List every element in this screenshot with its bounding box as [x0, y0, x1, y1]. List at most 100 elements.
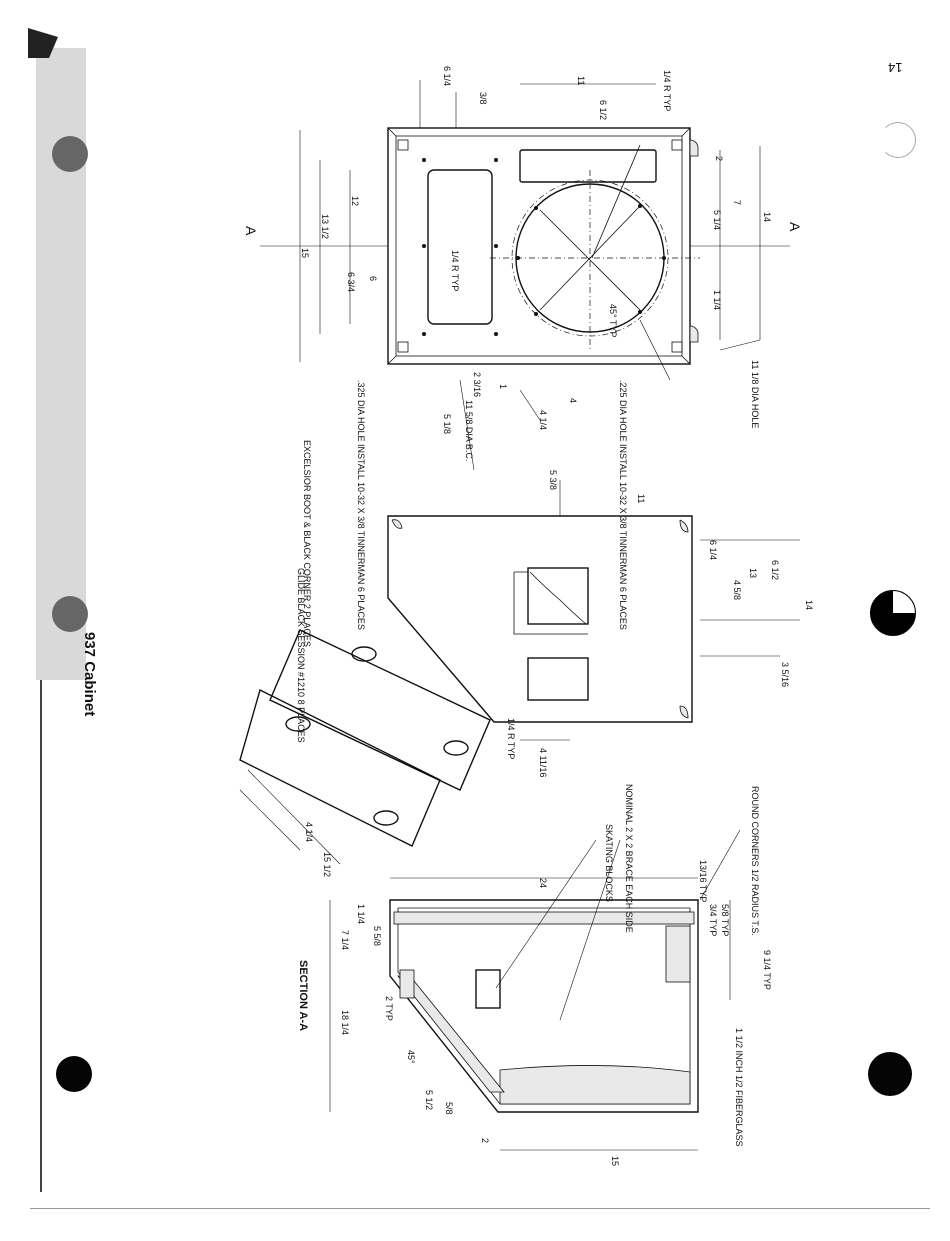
section-note-3: 1 1/2 INCH 1/2 FIBERGLASS	[734, 1028, 744, 1147]
section-dim-7: 7 1/4	[340, 930, 350, 950]
mounting-hole	[534, 206, 538, 210]
front-dim-5: 14	[762, 212, 772, 222]
section-dim-14: 45°	[406, 1050, 416, 1064]
section-marker-left: A	[243, 226, 259, 236]
glide-strip-lower	[239, 688, 441, 847]
punch-hole-bottom	[56, 1056, 92, 1092]
section-dim-2: 3/4 TYP	[708, 904, 718, 936]
front-baffle	[393, 911, 695, 925]
mounting-hole	[638, 204, 642, 208]
side-dim-7: 3 5/16	[780, 662, 790, 687]
front-dim-9: 13 1/2	[320, 214, 330, 239]
mounting-hole	[534, 312, 538, 316]
side-dim-9: 4 11/16	[538, 748, 548, 777]
section-marker-right: A	[787, 222, 803, 232]
mounting-hole	[516, 256, 520, 260]
front-notes: .325 DIA HOLE INSTALL 10-32 X 3/8 TINNER…	[300, 66, 772, 630]
side-dim-8: 1/4 R TYP	[506, 718, 516, 759]
punch-hole-top	[52, 136, 88, 172]
side-labels: 11 5 3/8 6 1/4 13 4 5/8 6 1/2 14 3 5/16 …	[302, 440, 814, 777]
front-dim-13: 3/8	[478, 92, 488, 105]
section-view	[329, 829, 741, 1151]
section-dim-9: 2 TYP	[384, 996, 394, 1021]
section-dim-0: 24	[538, 878, 548, 888]
port-opening	[427, 169, 493, 325]
side-dim-6: 14	[804, 600, 814, 610]
mounting-hole	[662, 256, 666, 260]
leader	[459, 379, 475, 471]
section-dim-13: 15	[610, 1156, 620, 1166]
side-window-top	[527, 567, 589, 625]
front-dim-10: 12	[350, 196, 360, 206]
glide-dim-1: 15 1/2	[322, 852, 332, 877]
section-note-0: ROUND CORNERS 1/2 RADIUS T.S.	[750, 786, 760, 936]
front-outer-panel	[387, 127, 691, 365]
woofer-diagonal	[539, 209, 641, 311]
front-dim-19: 4	[568, 398, 578, 403]
port-hole	[494, 332, 498, 336]
glide-detail	[239, 629, 491, 865]
front-dim-18: 4 1/4	[538, 410, 548, 430]
glide-hole	[351, 646, 377, 662]
glide-hole	[285, 716, 311, 732]
side-dim-5: 6 1/2	[770, 560, 780, 580]
corner-block	[399, 969, 415, 999]
punch-hole-right-bottom	[868, 1052, 912, 1096]
front-dim-16: 1	[498, 384, 508, 389]
port-hole	[422, 244, 426, 248]
front-dim-6: 5 1/4	[712, 210, 722, 230]
leader	[719, 339, 761, 351]
front-dim-4: 7	[732, 200, 742, 205]
section-dim-10: 5 1/2	[424, 1090, 434, 1110]
punch-hole-right-middle	[870, 590, 916, 636]
page-bottom-rule	[30, 1208, 930, 1209]
side-dim-0: 11	[636, 494, 646, 503]
side-window-break	[529, 571, 587, 625]
front-dim-1: 11	[576, 76, 586, 85]
front-dim-2: 6 1/2	[598, 100, 608, 120]
front-note-0: .325 DIA HOLE INSTALL 10-32 X 3/8 TINNER…	[356, 380, 366, 630]
section-dim-4: 9 1/4 TYP	[762, 950, 772, 990]
front-dim-12: 6	[368, 276, 378, 281]
side-dim-1: 5 3/8	[548, 470, 558, 490]
section-dim-1: 13/16 TYP	[698, 860, 708, 902]
port-hole	[422, 332, 426, 336]
front-dim-15: 2 3/16	[472, 372, 482, 397]
section-title: SECTION A-A	[297, 960, 309, 1031]
glide-foot	[689, 139, 699, 157]
mounting-hole	[638, 310, 642, 314]
front-dim-3: 2	[714, 156, 724, 161]
leader	[699, 829, 741, 901]
front-corner-block	[671, 139, 683, 151]
section-dim-12: 2	[480, 1138, 490, 1143]
section-dim-11: 5/8	[444, 1102, 454, 1115]
front-dim-8: 15	[300, 248, 310, 258]
front-dim-17: 5 1/8	[442, 414, 452, 434]
dim-line	[247, 769, 341, 865]
side-dim-4: 4 5/8	[732, 580, 742, 600]
leader	[639, 319, 671, 381]
brace	[665, 925, 691, 983]
front-corner-lines	[387, 127, 691, 365]
section-dim-6: 5 5/8	[372, 926, 382, 946]
section-outline	[389, 899, 699, 1113]
corner-block	[391, 519, 403, 529]
side-view	[387, 480, 800, 741]
corner-block	[679, 519, 689, 533]
leader	[495, 839, 597, 989]
front-corner-block	[397, 139, 409, 151]
section-note-2: SKATING BLOCKS	[604, 824, 614, 902]
tweeter-opening	[519, 149, 657, 183]
section-labels: SECTION A-A 24 13/16 TYP 3/4 TYP 5/8 TYP…	[297, 784, 772, 1166]
fiberglass	[499, 1065, 691, 1105]
corner-block	[679, 705, 689, 719]
front-dim-0: 1/4 R TYP	[662, 70, 672, 111]
side-dim-3: 13	[748, 568, 758, 578]
side-note-0: EXCELSIOR BOOT & BLACK CORNER 2 PLACES	[302, 440, 312, 647]
front-note-1: .225 DIA HOLE INSTALL 10-32 X 3/8 TINNER…	[618, 380, 628, 630]
port-hole	[422, 158, 426, 162]
section-markers: A A	[243, 222, 803, 236]
section-dim-5: 1 1/4	[356, 904, 366, 924]
port-hole	[494, 244, 498, 248]
